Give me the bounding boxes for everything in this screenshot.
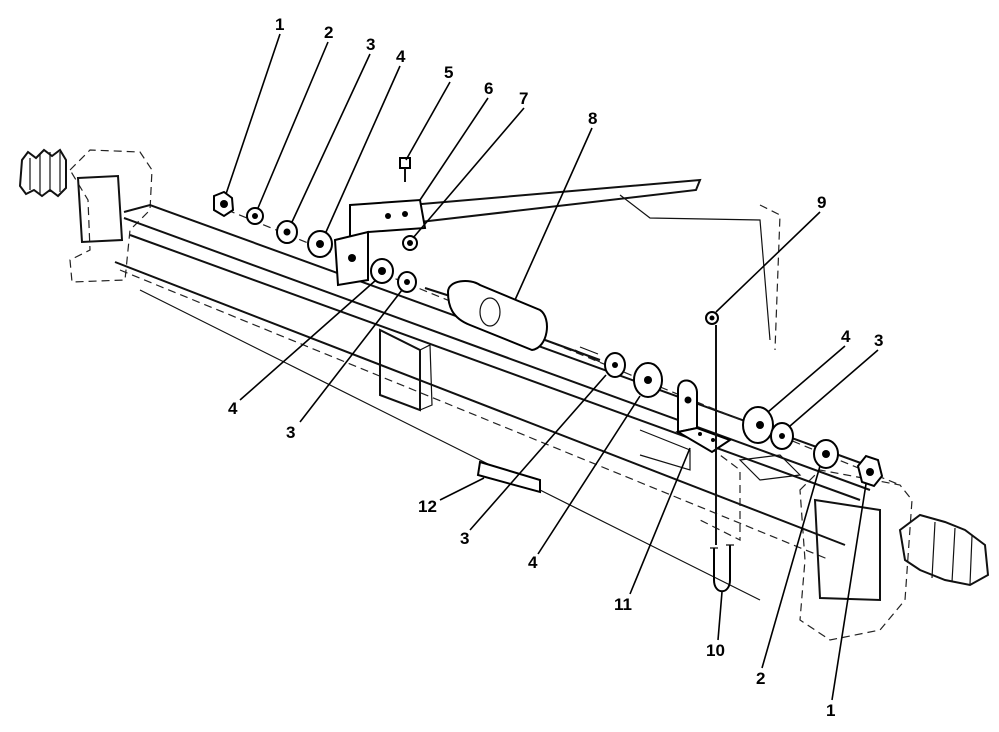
callout-4-bottom: 4 xyxy=(528,553,538,572)
lock-washer-right xyxy=(813,439,839,469)
callout-8: 8 xyxy=(588,109,597,128)
spacer-right xyxy=(742,406,774,444)
axle-assembly xyxy=(18,148,990,641)
lock-washer-left xyxy=(246,207,264,225)
left-spindle xyxy=(18,148,67,198)
right-housing-loop xyxy=(813,498,881,602)
callout-labels: 1 2 3 4 5 6 7 8 9 4 3 4 3 12 3 4 11 10 2… xyxy=(228,15,883,720)
bolt xyxy=(399,157,411,182)
callout-7: 7 xyxy=(519,89,528,108)
callout-3-top: 3 xyxy=(366,35,375,54)
flat-washer-left xyxy=(276,220,298,244)
right-housing-outline xyxy=(799,469,913,641)
callout-9: 9 xyxy=(817,193,826,212)
callout-1-top: 1 xyxy=(275,15,284,34)
flat-washer-center xyxy=(604,352,626,378)
callout-4-left: 4 xyxy=(228,399,238,418)
angle-bracket xyxy=(675,379,733,454)
parts xyxy=(213,157,901,593)
tie-rod xyxy=(409,178,702,223)
callout-2-bottom: 2 xyxy=(756,669,765,688)
callout-5: 5 xyxy=(444,63,453,82)
spacer-under-bracket xyxy=(370,258,394,284)
callout-4-top: 4 xyxy=(396,47,406,66)
callout-3-right: 3 xyxy=(874,331,883,350)
nut-left xyxy=(213,190,235,218)
callout-3-left: 3 xyxy=(286,423,295,442)
spacer-left xyxy=(307,230,333,258)
nut-right xyxy=(856,454,884,488)
u-bolt xyxy=(710,325,734,593)
right-spindle xyxy=(898,513,990,587)
callout-6: 6 xyxy=(484,79,493,98)
pivot-rod xyxy=(476,460,541,494)
callout-3-bottom: 3 xyxy=(460,529,469,548)
left-housing-outline xyxy=(69,149,153,283)
flat-washer-right xyxy=(770,422,794,450)
leader-lines xyxy=(225,33,879,701)
spacer-center xyxy=(633,362,663,398)
shock-absorber xyxy=(424,279,601,363)
callout-1-bottom: 1 xyxy=(826,701,835,720)
callout-11: 11 xyxy=(614,595,632,614)
callout-12: 12 xyxy=(418,497,437,516)
callout-2-top: 2 xyxy=(324,23,333,42)
left-housing-loop xyxy=(76,174,124,244)
callout-4-right: 4 xyxy=(841,327,851,346)
nut-bracket xyxy=(402,235,418,251)
nut-top xyxy=(705,311,719,325)
washer-under-bracket xyxy=(397,271,417,293)
callout-10: 10 xyxy=(706,641,725,660)
